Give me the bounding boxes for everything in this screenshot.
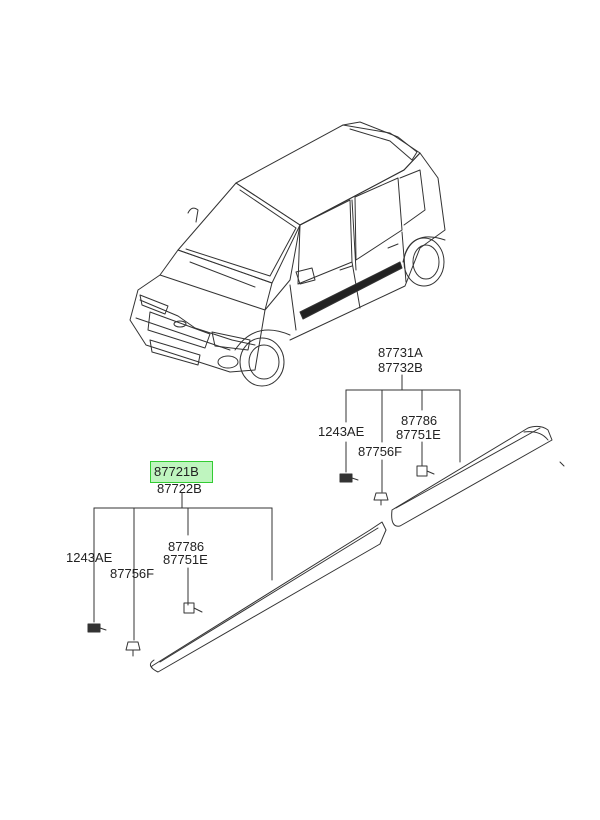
fastener-icon — [416, 465, 435, 477]
rear-moulding-group — [339, 374, 565, 527]
clip-icon — [125, 641, 141, 657]
bolt-icon — [87, 623, 107, 633]
rear-fastener-a-label: 87786 — [401, 413, 438, 428]
front-part-a-label[interactable]: 87721B — [154, 464, 199, 479]
front-moulding-group — [87, 492, 387, 673]
part-number-highlight — [150, 461, 213, 483]
rear-fastener-b-label: 87751E — [396, 427, 441, 442]
rear-part-a-label: 87731A — [378, 345, 423, 360]
rear-clip-label: 87756F — [358, 444, 403, 459]
front-clip-label: 87756F — [110, 566, 155, 581]
front-bolt-label: 1243AE — [66, 550, 113, 565]
fastener-icon — [183, 602, 203, 614]
rear-bolt-label: 1243AE — [318, 424, 365, 439]
front-fastener-b-label: 87751E — [163, 552, 208, 567]
front-part-b-label: 87722B — [157, 481, 202, 496]
rear-part-b-label: 87732B — [378, 360, 423, 375]
bolt-icon — [339, 473, 359, 483]
front-fastener-a-label: 87786 — [168, 539, 205, 554]
clip-icon — [373, 492, 389, 506]
car-illustration — [129, 121, 446, 387]
